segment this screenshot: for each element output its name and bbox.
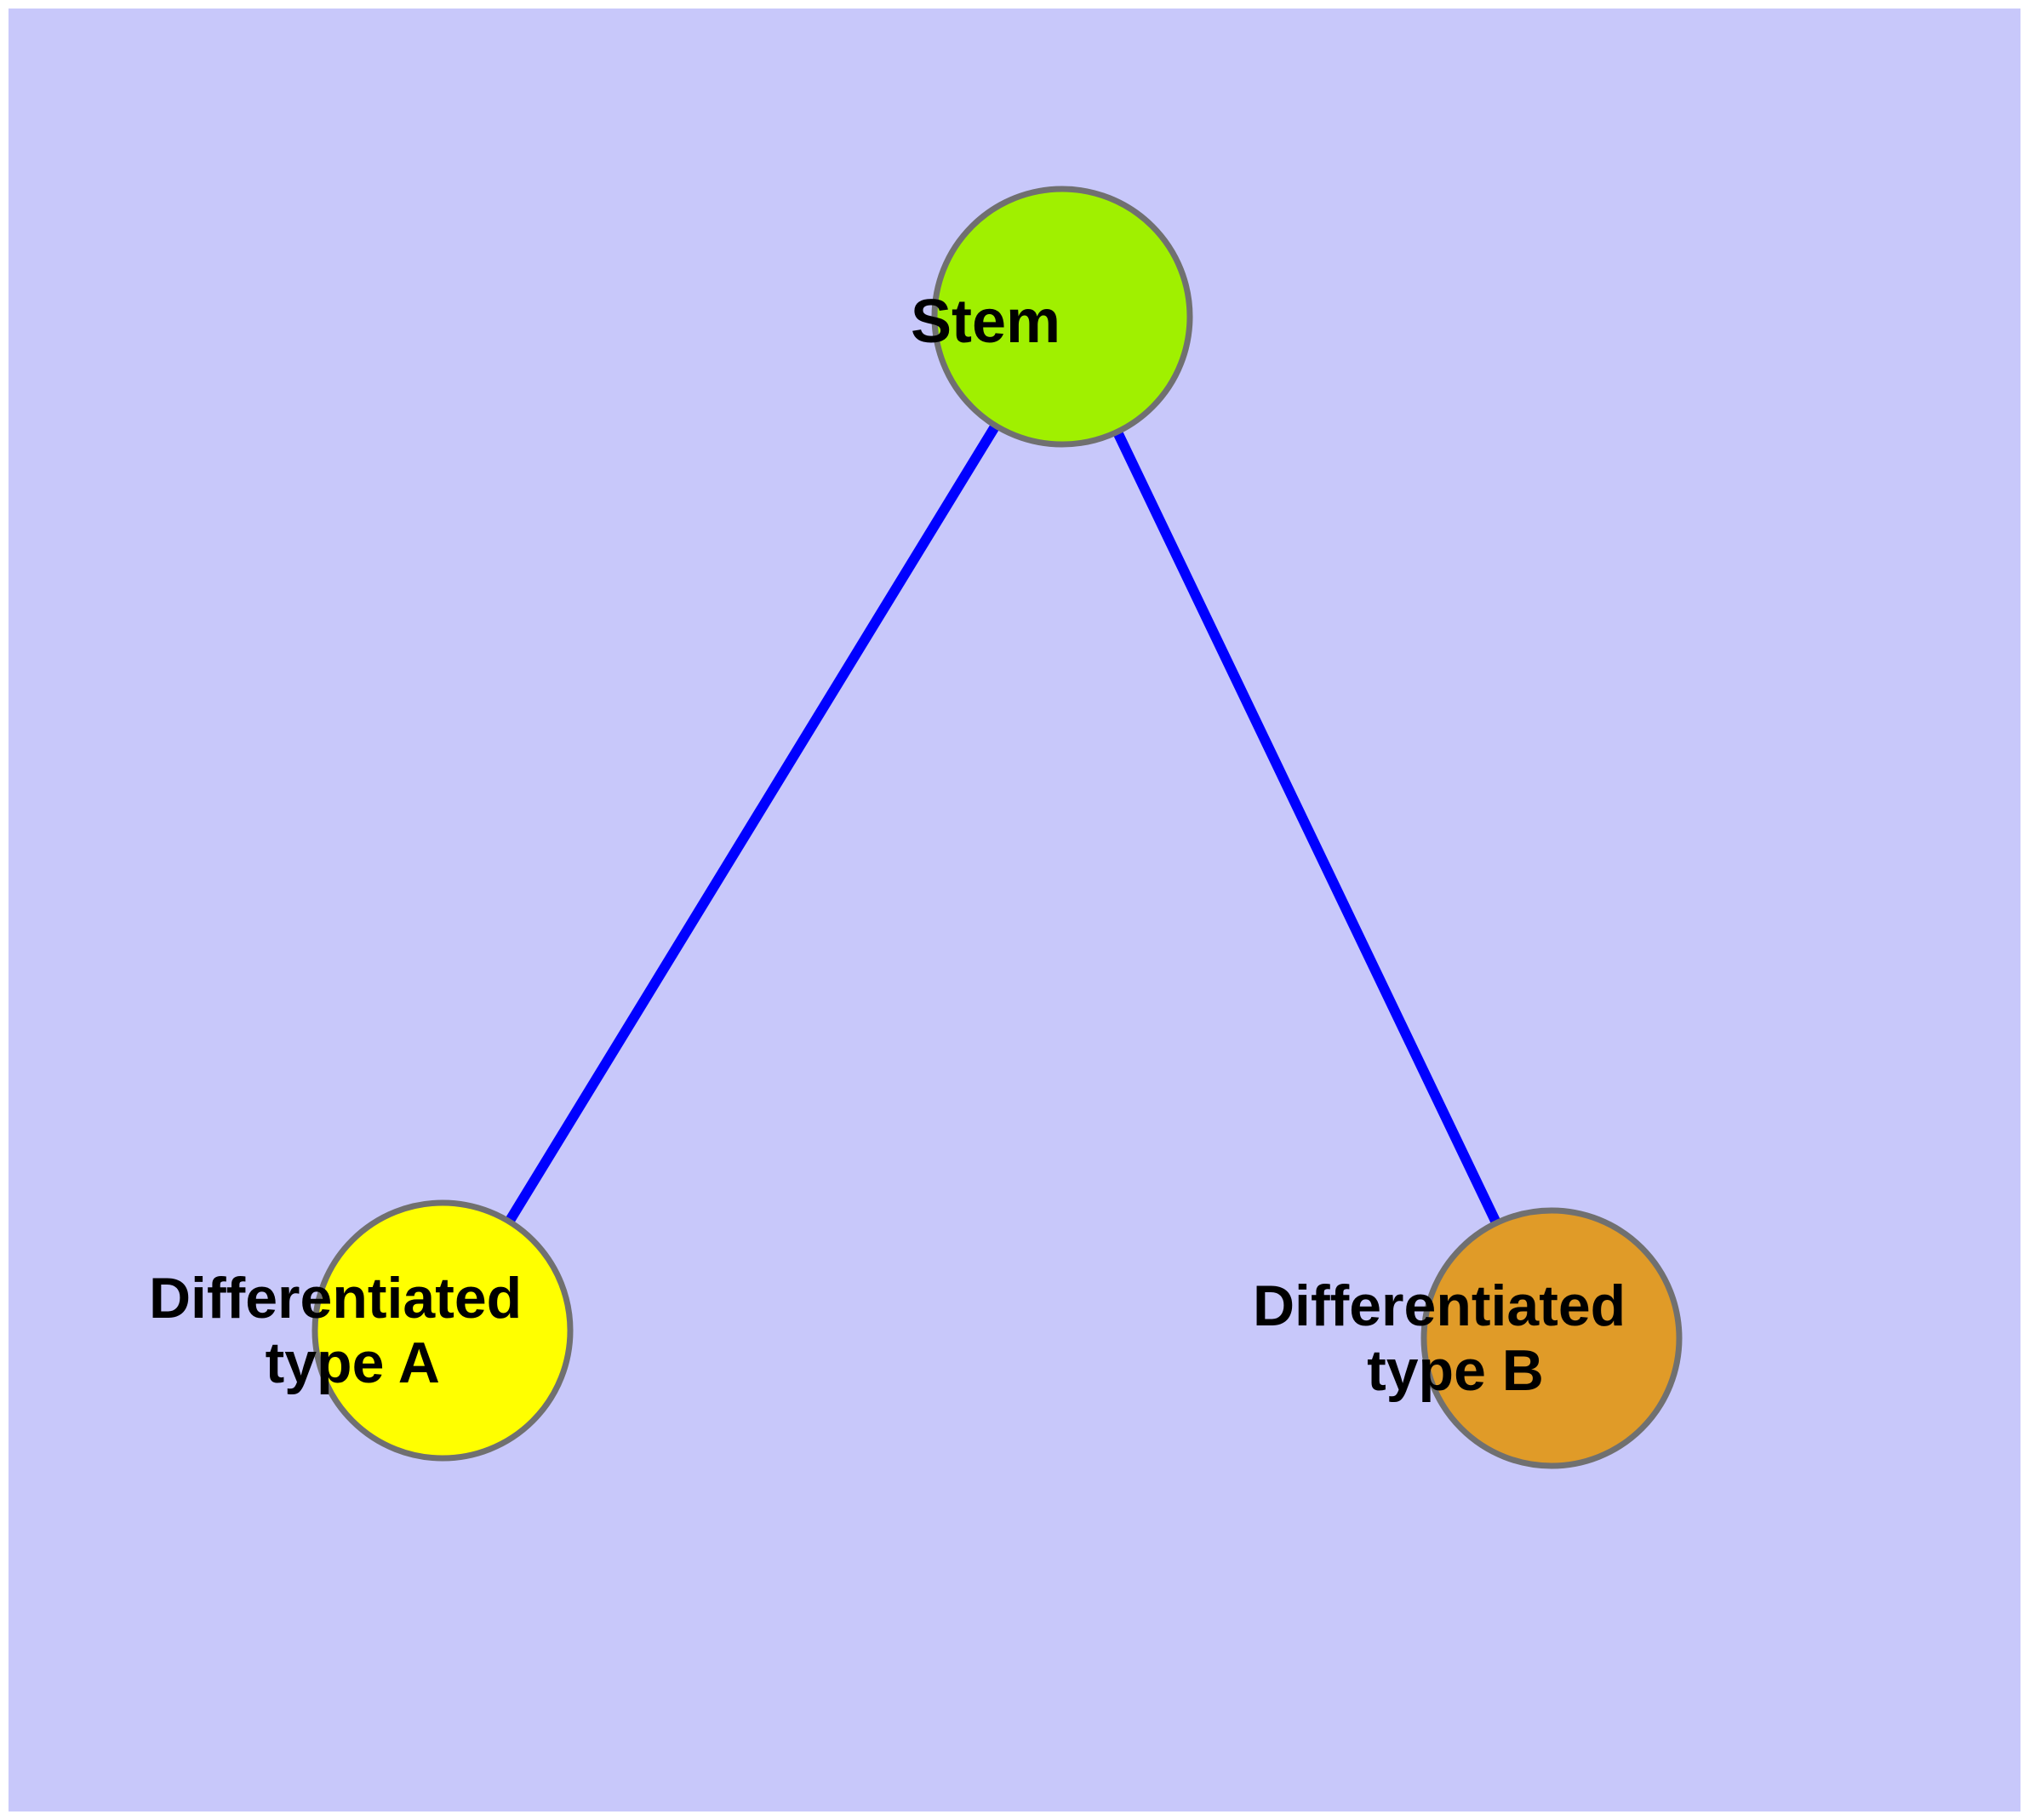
node-diff-a-label-line-2: type A bbox=[266, 1331, 439, 1395]
node-stem-circle[interactable] bbox=[931, 186, 1193, 448]
node-diff-b-circle[interactable] bbox=[1420, 1207, 1683, 1469]
node-diff-a[interactable]: Differentiated type A bbox=[0, 0, 699, 1462]
node-stem-label: Stem bbox=[0, 0, 1214, 356]
edge-layer bbox=[437, 313, 1557, 1341]
node-diff-a-circle[interactable] bbox=[311, 1199, 574, 1462]
edge-stem-to-diff-b[interactable] bbox=[1057, 314, 1557, 1341]
node-diff-b-label-line-2: type B bbox=[1367, 1338, 1544, 1403]
node-stem[interactable]: Stem bbox=[0, 0, 1214, 448]
node-diff-a-label-line-1: Differentiated bbox=[149, 1266, 522, 1331]
node-stem-label-line-1: Stem bbox=[911, 288, 1060, 356]
edge-stem-to-diff-a[interactable] bbox=[437, 313, 1067, 1334]
node-layer: Differentiated type A Differentiated typ… bbox=[0, 0, 1803, 1469]
node-diff-b-label-line-1: Differentiated bbox=[1253, 1273, 1626, 1338]
node-diff-b-label: Differentiated type B bbox=[1253, 1273, 1626, 1403]
node-diff-b[interactable]: Differentiated type B bbox=[0, 0, 1803, 1469]
node-diff-a-label: Differentiated type A bbox=[0, 0, 699, 1395]
